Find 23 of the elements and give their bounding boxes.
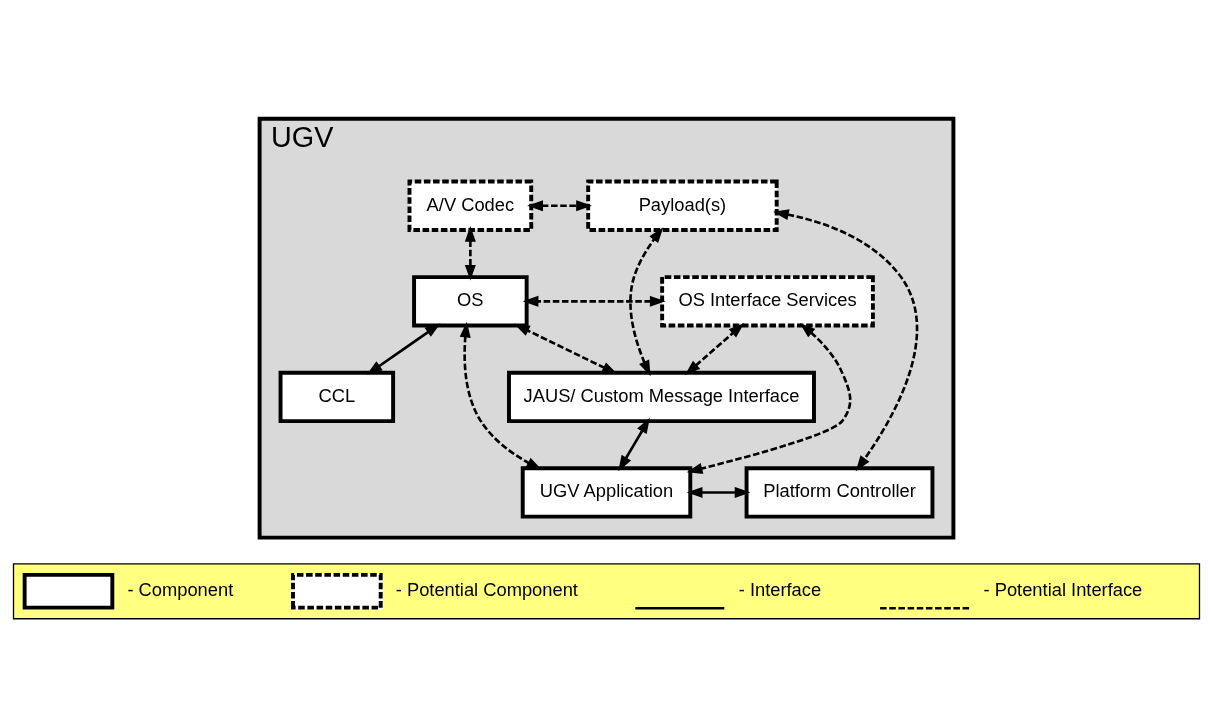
node-box: JAUS/ Custom Message Interface <box>507 370 816 424</box>
arrow <box>464 226 476 281</box>
node-box: CCL <box>278 370 396 424</box>
node-box: OS <box>412 275 529 328</box>
node-box: Platform Controller <box>744 466 935 519</box>
node-box: A/V Codec <box>407 179 534 232</box>
arrow <box>527 200 592 212</box>
arrow <box>366 323 441 375</box>
node-box: UGV Application <box>520 466 693 519</box>
node-box: Payload(s) <box>586 179 779 232</box>
arrow <box>514 323 618 375</box>
legend-label: - Potential Interface <box>983 579 1143 601</box>
arrow <box>522 295 666 307</box>
arrow <box>629 227 664 377</box>
node-box: OS Interface Services <box>660 275 875 328</box>
legend-label: - Potential Component <box>395 579 578 601</box>
legend-label: - Interface <box>738 579 822 601</box>
arrow <box>684 323 745 376</box>
arrow <box>686 323 852 474</box>
arrow <box>686 486 751 498</box>
arrow <box>773 209 919 472</box>
arrow <box>618 417 650 472</box>
legend-label: - Component <box>127 579 234 601</box>
